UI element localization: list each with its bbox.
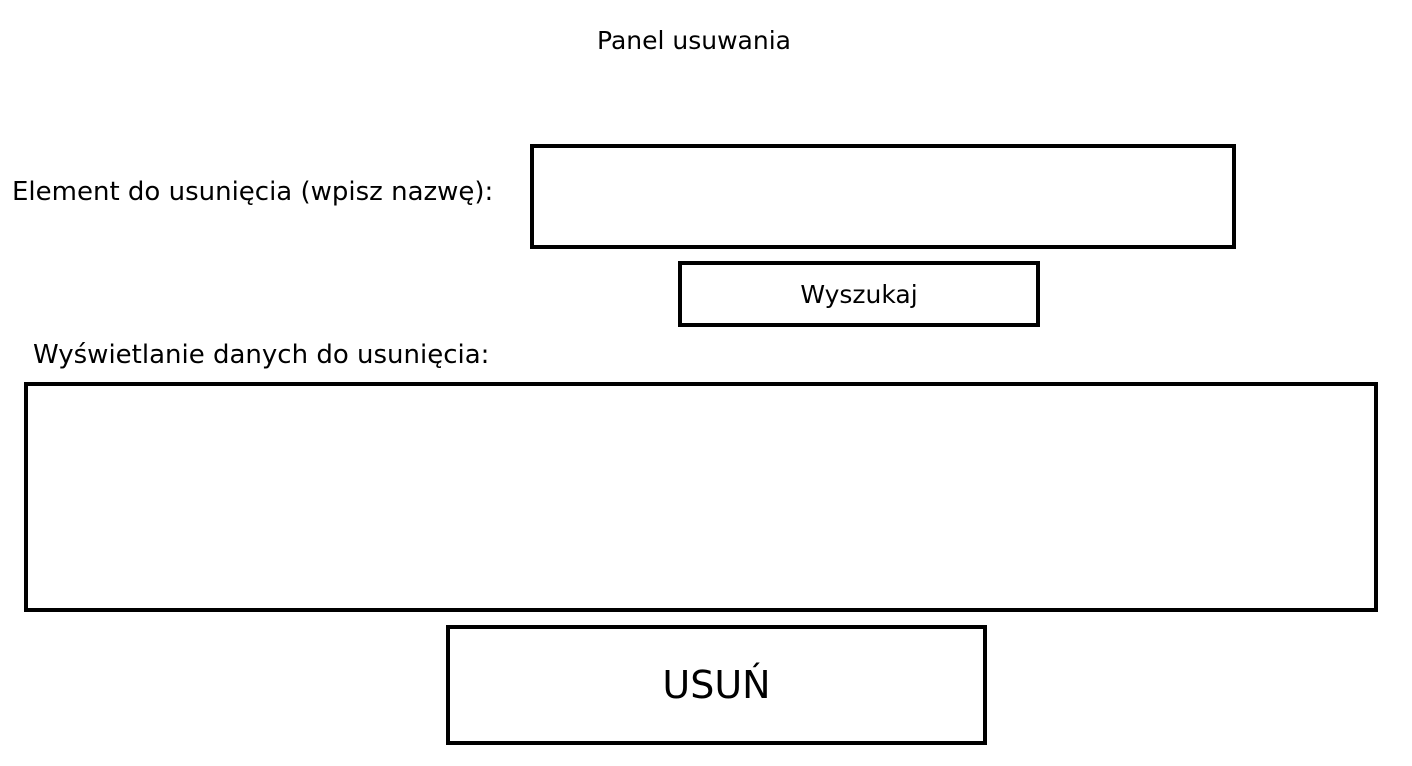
delete-button-label: USUŃ xyxy=(662,663,771,707)
search-button[interactable]: Wyszukaj xyxy=(678,261,1040,327)
results-label: Wyświetlanie danych do usunięcia: xyxy=(33,340,490,370)
results-panel xyxy=(24,382,1378,612)
delete-button[interactable]: USUŃ xyxy=(446,625,987,745)
element-name-label: Element do usunięcia (wpisz nazwę): xyxy=(12,177,494,207)
element-name-input[interactable] xyxy=(530,144,1236,249)
search-button-label: Wyszukaj xyxy=(800,279,918,309)
page-title: Panel usuwania xyxy=(597,26,791,55)
